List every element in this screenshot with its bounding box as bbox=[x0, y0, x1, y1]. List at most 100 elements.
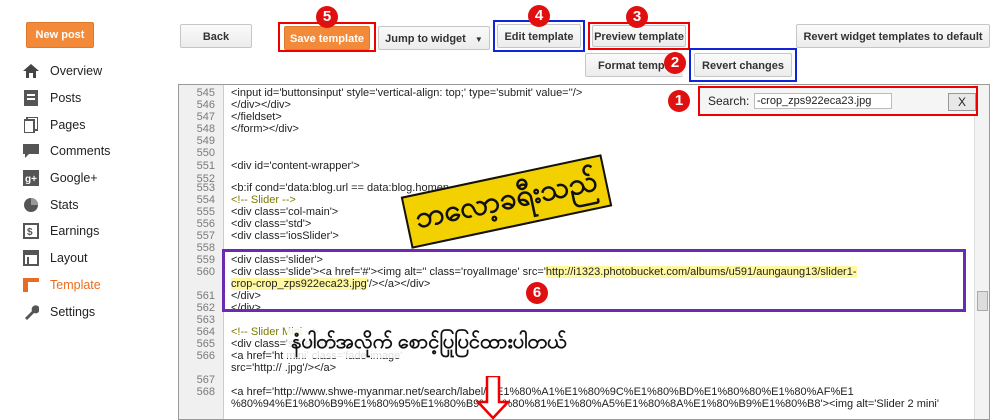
line-number-gutter bbox=[179, 85, 224, 419]
code-text: crop-crop_zps922eca23.jpg'/></a></div> bbox=[231, 278, 431, 290]
sidebar-item-pages[interactable]: Pages bbox=[22, 111, 172, 138]
preview-template-button[interactable]: Preview template bbox=[592, 25, 686, 47]
sidebar-item-posts[interactable]: Posts bbox=[22, 85, 172, 112]
highlight-revert bbox=[689, 48, 797, 82]
code-line: %80%94%E1%80%B9%E1%80%95%E1%80%B9%E1%80%… bbox=[179, 398, 979, 410]
sidebar-item-overview[interactable]: Overview bbox=[22, 58, 172, 85]
code-line: 560<div class='slide'><a href='#'><img a… bbox=[179, 266, 979, 278]
revert-widget-templates-button[interactable]: Revert widget templates to default bbox=[796, 24, 990, 48]
code-text: <div class='iosSlider'> bbox=[231, 230, 339, 242]
highlight-slider-code bbox=[222, 249, 966, 312]
code-text: </fieldset> bbox=[231, 111, 282, 123]
sidebar-item-earnings[interactable]: $ Earnings bbox=[22, 218, 172, 245]
code-line: 549 bbox=[179, 135, 979, 147]
stats-icon bbox=[22, 196, 40, 214]
sidebar-item-label: Stats bbox=[50, 197, 79, 212]
code-text: </form></div> bbox=[231, 123, 299, 135]
edit-template-button[interactable]: Edit template bbox=[497, 24, 581, 48]
sidebar-item-label: Earnings bbox=[50, 224, 100, 239]
code-text: <!-- Slider --> bbox=[231, 194, 296, 206]
code-text: </div> bbox=[231, 290, 261, 302]
scroll-thumb[interactable] bbox=[977, 291, 988, 311]
line-number: 557 bbox=[196, 230, 215, 242]
settings-icon bbox=[22, 303, 40, 321]
sidebar: New post Overview Posts Pages Comments g… bbox=[0, 0, 170, 420]
line-number: 564 bbox=[196, 326, 215, 338]
code-line: 555<div class='col-main'> bbox=[179, 206, 979, 218]
layout-icon bbox=[22, 249, 40, 267]
line-number: 556 bbox=[196, 218, 215, 230]
svg-text:$: $ bbox=[27, 227, 33, 238]
step-badge-6: 6 bbox=[526, 282, 548, 304]
code-line: 559<div class='slider'> bbox=[179, 254, 979, 266]
line-number: 545 bbox=[196, 87, 215, 99]
code-line: 551<div id='content-wrapper'> bbox=[179, 160, 979, 172]
step-badge-1: 1 bbox=[668, 90, 690, 112]
code-text: <b:if cond='data:blog.url == data:blog.h… bbox=[231, 182, 449, 194]
jump-to-widget-label: Jump to widget bbox=[385, 33, 466, 45]
search-close-button[interactable]: X bbox=[948, 93, 976, 111]
google-plus-icon: g+ bbox=[22, 169, 40, 187]
line-number: 550 bbox=[196, 147, 215, 159]
code-line: 563 bbox=[179, 314, 979, 326]
line-number: 568 bbox=[196, 386, 215, 398]
code-line: 548</form></div> bbox=[179, 123, 979, 135]
step-badge-4: 4 bbox=[528, 5, 550, 27]
sidebar-item-label: Layout bbox=[50, 251, 88, 266]
line-number: 561 bbox=[196, 290, 215, 302]
line-number: 566 bbox=[196, 350, 215, 362]
code-line: 553 <b:if cond='data:blog.url == data:blo… bbox=[179, 182, 979, 194]
code-line: 546 </div></div> bbox=[179, 99, 979, 111]
code-line: 550 bbox=[179, 147, 979, 159]
line-number: 549 bbox=[196, 135, 215, 147]
svg-text:g+: g+ bbox=[25, 174, 37, 185]
sidebar-item-label: Posts bbox=[50, 91, 82, 106]
code-line: 554<!-- Slider --> bbox=[179, 194, 979, 206]
earnings-icon: $ bbox=[22, 222, 40, 240]
sidebar-item-label: Pages bbox=[50, 117, 86, 132]
code-line: 558 bbox=[179, 242, 979, 254]
sidebar-item-settings[interactable]: Settings bbox=[22, 298, 172, 325]
code-text: <div class='std'> bbox=[231, 218, 312, 230]
line-number: 563 bbox=[196, 314, 215, 326]
code-line: crop-crop_zps922eca23.jpg'/></a></div> bbox=[179, 278, 979, 290]
search-input[interactable]: -crop_zps922eca23.jpg bbox=[754, 93, 892, 109]
line-number: 555 bbox=[196, 206, 215, 218]
new-post-button[interactable]: New post bbox=[26, 22, 94, 48]
line-number: 553 bbox=[196, 182, 215, 194]
sidebar-item-template[interactable]: Template bbox=[22, 272, 172, 299]
posts-icon bbox=[22, 89, 40, 107]
sidebar-item-google-plus[interactable]: g+ Google+ bbox=[22, 165, 172, 192]
line-number: 562 bbox=[196, 302, 215, 314]
line-number: 559 bbox=[196, 254, 215, 266]
sidebar-item-label: Template bbox=[50, 277, 101, 292]
code-text: </div></div> bbox=[231, 99, 291, 111]
vertical-scrollbar[interactable] bbox=[974, 85, 989, 419]
chevron-down-icon: ▼ bbox=[474, 35, 483, 44]
revert-changes-button[interactable]: Revert changes bbox=[694, 53, 792, 77]
search-label: Search: bbox=[708, 94, 750, 108]
save-template-button[interactable]: Save template bbox=[284, 26, 370, 50]
sidebar-item-layout[interactable]: Layout bbox=[22, 245, 172, 272]
code-text: <a href='http://www.shwe-myanmar.net/sea… bbox=[231, 386, 854, 398]
line-number: 567 bbox=[196, 374, 215, 386]
code-text: %80%94%E1%80%B9%E1%80%95%E1%80%B9%E1%80%… bbox=[231, 398, 939, 410]
line-number: 560 bbox=[196, 266, 215, 278]
sidebar-item-label: Comments bbox=[50, 144, 111, 159]
sidebar-item-comments[interactable]: Comments bbox=[22, 138, 172, 165]
home-icon bbox=[22, 62, 40, 80]
step-badge-2: 2 bbox=[664, 52, 686, 74]
pages-icon bbox=[22, 116, 40, 134]
sidebar-item-stats[interactable]: Stats bbox=[22, 191, 172, 218]
line-number: 547 bbox=[196, 111, 215, 123]
code-line: 567 bbox=[179, 374, 979, 386]
template-code-editor[interactable]: 545 <input id='buttonsinput' style='verti… bbox=[178, 84, 990, 420]
step-badge-5: 5 bbox=[316, 6, 338, 28]
sidebar-item-label: Settings bbox=[50, 304, 96, 319]
code-line: 561 </div> bbox=[179, 290, 979, 302]
line-number: 546 bbox=[196, 99, 215, 111]
code-text: <input id='buttonsinput' style='vertical… bbox=[231, 87, 583, 99]
back-button[interactable]: Back bbox=[180, 24, 252, 48]
code-line: 557 <div class='iosSlider'> bbox=[179, 230, 979, 242]
jump-to-widget-button[interactable]: Jump to widget ▼ bbox=[378, 26, 490, 50]
